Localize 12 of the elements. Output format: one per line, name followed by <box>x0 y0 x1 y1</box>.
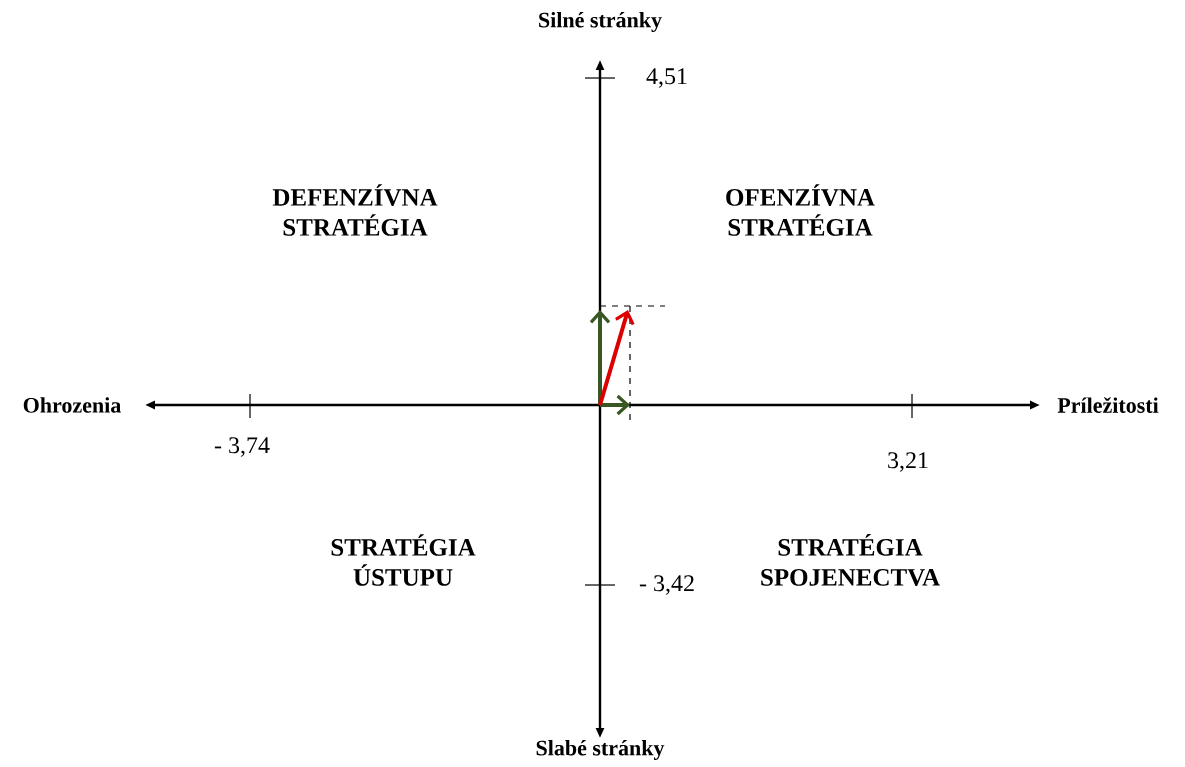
axis-label: Silné stránky <box>539 12 662 32</box>
tick-label: 3,21 <box>888 452 928 472</box>
quadrant-label: OFENZÍVNA STRATÉGIA <box>726 184 875 236</box>
axis-label: Príležitosti <box>1057 397 1159 413</box>
tick-label: - 3,74 <box>214 437 270 457</box>
tick-label: 4,51 <box>646 68 687 88</box>
quadrant-label: STRATÉGIA ÚSTUPU <box>331 534 476 586</box>
tick-label: - 3,42 <box>639 575 694 595</box>
quadrant-label: DEFENZÍVNA STRATÉGIA <box>272 184 438 236</box>
axis-label: Slabé stránky <box>536 740 665 760</box>
axis-label: Ohrozenia <box>23 397 121 413</box>
quadrant-label: STRATÉGIA SPOJENECTVA <box>761 534 940 586</box>
